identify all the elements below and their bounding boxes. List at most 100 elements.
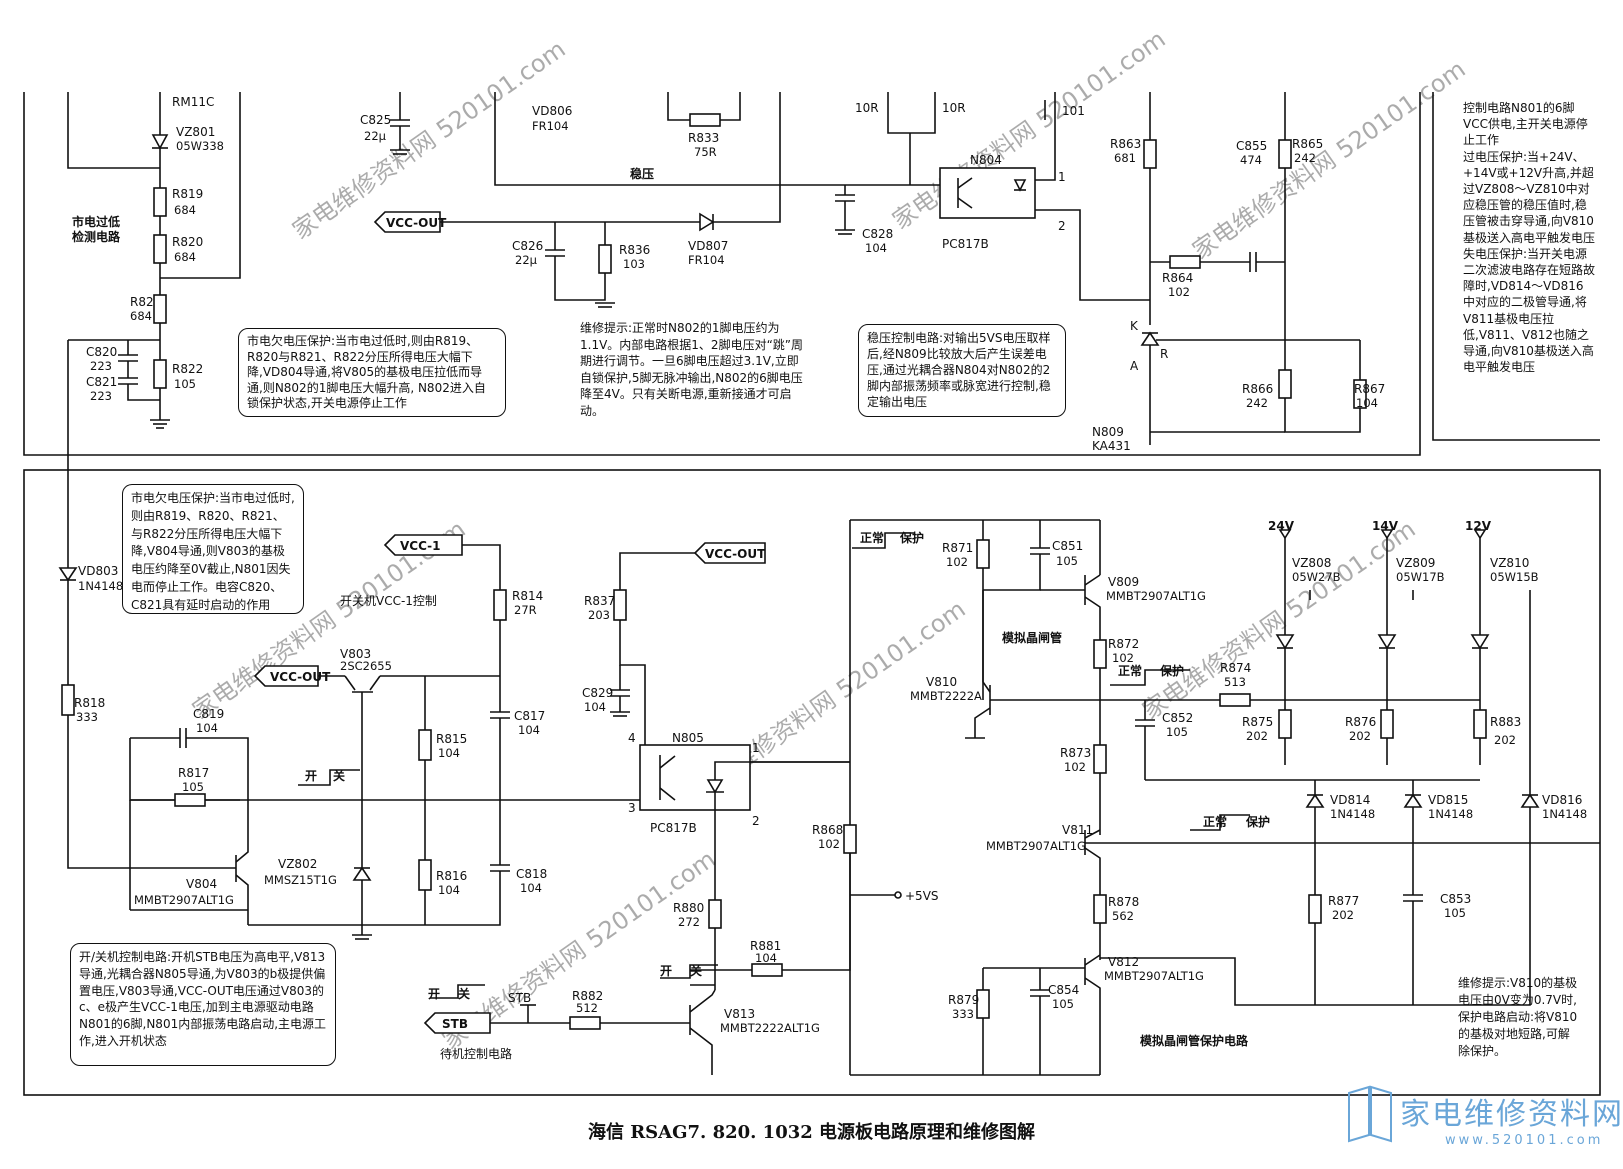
- svg-text:PC817B: PC817B: [650, 821, 697, 835]
- svg-text:1: 1: [1058, 170, 1066, 184]
- svg-text:R863: R863: [1110, 137, 1141, 151]
- svg-text:开: 开: [305, 769, 317, 783]
- svg-text:K: K: [1130, 319, 1139, 333]
- figure-caption: 海信 RSAG7. 820. 1032 电源板电路原理和维修图解: [587, 1122, 1036, 1143]
- svg-text:223: 223: [90, 389, 112, 403]
- svg-text:104: 104: [438, 883, 460, 897]
- svg-text:STB: STB: [508, 991, 531, 1005]
- svg-text:10R: 10R: [942, 101, 966, 115]
- svg-text:市电过低: 市电过低: [72, 214, 120, 229]
- svg-text:104: 104: [196, 721, 218, 735]
- svg-text:R879: R879: [948, 993, 979, 1007]
- svg-text:MMBT2222A: MMBT2222A: [910, 689, 982, 703]
- svg-text:保护: 保护: [1159, 663, 1184, 678]
- svg-text:FR104: FR104: [688, 253, 725, 267]
- svg-text:R868: R868: [812, 823, 843, 837]
- svg-text:VZ809: VZ809: [1396, 556, 1435, 570]
- svg-text:VD807: VD807: [688, 239, 728, 253]
- svg-text:202: 202: [1494, 733, 1516, 747]
- svg-text:242: 242: [1294, 151, 1316, 165]
- svg-text:105: 105: [182, 780, 204, 794]
- svg-text:513: 513: [1224, 675, 1246, 689]
- svg-text:VD816: VD816: [1542, 793, 1582, 807]
- svg-text:27R: 27R: [514, 603, 537, 617]
- svg-text:A: A: [1130, 359, 1139, 373]
- svg-text:272: 272: [678, 915, 700, 929]
- svg-text:C851: C851: [1052, 539, 1083, 553]
- svg-text:R814: R814: [512, 589, 543, 603]
- svg-text:R82: R82: [130, 295, 154, 309]
- svg-text:MMBT2222ALT1G: MMBT2222ALT1G: [720, 1021, 820, 1035]
- svg-text:202: 202: [1332, 908, 1354, 922]
- svg-text:+5VS: +5VS: [905, 889, 939, 903]
- svg-text:05W338: 05W338: [176, 139, 224, 153]
- svg-text:C855: C855: [1236, 139, 1267, 153]
- svg-text:VD803: VD803: [78, 564, 118, 578]
- svg-text:3: 3: [628, 801, 636, 815]
- svg-text:104: 104: [1356, 396, 1378, 410]
- svg-text:202: 202: [1349, 729, 1371, 743]
- svg-text:102: 102: [1168, 285, 1190, 299]
- note-undervolt-bottom: 市电欠电压保护:当市电过低时,则由R819、R820、R821、与R822分压所…: [122, 484, 304, 614]
- svg-text:PC817B: PC817B: [942, 237, 989, 251]
- svg-text:MMBT2907ALT1G: MMBT2907ALT1G: [1106, 589, 1206, 603]
- note-repair-v810: 维修提示:V810的基极电压由0V变为0.7V时,保护电路启动:将V810的基极…: [1458, 976, 1578, 1058]
- svg-text:R836: R836: [619, 243, 650, 257]
- svg-text:关: 关: [333, 768, 345, 783]
- svg-text:VCC-OUT: VCC-OUT: [705, 547, 766, 561]
- svg-text:VD815: VD815: [1428, 793, 1468, 807]
- svg-text:R867: R867: [1354, 382, 1385, 396]
- svg-text:102: 102: [1064, 760, 1086, 774]
- svg-text:12V: 12V: [1465, 519, 1492, 533]
- svg-text:10R: 10R: [855, 101, 879, 115]
- svg-text:75R: 75R: [694, 145, 717, 159]
- svg-text:1N4148: 1N4148: [1330, 807, 1375, 821]
- svg-text:104: 104: [865, 241, 887, 255]
- svg-text:家电维修资料网 520101.com: 家电维修资料网 520101.com: [1187, 55, 1470, 265]
- svg-text:R865: R865: [1292, 137, 1323, 151]
- svg-text:KA431: KA431: [1092, 439, 1131, 453]
- svg-text:MMBT2907ALT1G: MMBT2907ALT1G: [134, 893, 234, 907]
- svg-text:稳压: 稳压: [630, 166, 654, 181]
- svg-text:N809: N809: [1092, 425, 1124, 439]
- note-right-top: 控制电路N801的6脚VCC供电,主开关电源停止工作 过电压保护:当+24V、+…: [1463, 101, 1596, 375]
- svg-text:105: 105: [1056, 554, 1078, 568]
- svg-text:V812: V812: [1108, 955, 1139, 969]
- watermark: 家电维修资料网 520101.com 家电维修资料网 520101.com 家电…: [187, 25, 1470, 1055]
- svg-text:05W17B: 05W17B: [1396, 570, 1445, 584]
- svg-text:V809: V809: [1108, 575, 1139, 589]
- svg-text:681: 681: [1114, 151, 1136, 165]
- note-regulation: 稳压控制电路:对输出5VS电压取样后,经N809比较放大后产生误差电压,通过光耦…: [858, 324, 1066, 417]
- svg-text:R866: R866: [1242, 382, 1273, 396]
- svg-text:VZ802: VZ802: [278, 857, 317, 871]
- svg-text:C828: C828: [862, 227, 893, 241]
- svg-text:103: 103: [623, 257, 645, 271]
- svg-text:C818: C818: [516, 867, 547, 881]
- svg-text:203: 203: [588, 608, 610, 622]
- svg-text:开关机VCC-1控制: 开关机VCC-1控制: [340, 594, 437, 608]
- svg-text:待机控制电路: 待机控制电路: [440, 1046, 512, 1061]
- svg-text:V804: V804: [186, 877, 217, 891]
- svg-text:4: 4: [628, 731, 636, 745]
- svg-text:223: 223: [90, 359, 112, 373]
- svg-text:FR104: FR104: [532, 119, 569, 133]
- svg-text:V813: V813: [724, 1007, 755, 1021]
- svg-text:关: 关: [458, 986, 470, 1001]
- svg-text:正常: 正常: [1203, 814, 1227, 829]
- svg-text:MMBT2907ALT1G: MMBT2907ALT1G: [986, 839, 1086, 853]
- svg-text:RM11C: RM11C: [172, 95, 214, 109]
- svg-text:N804: N804: [970, 153, 1002, 167]
- svg-text:684: 684: [174, 203, 196, 217]
- svg-text:C821: C821: [86, 375, 117, 389]
- frame-top: [23, 92, 1600, 456]
- svg-text:C820: C820: [86, 345, 117, 359]
- svg-text:104: 104: [438, 746, 460, 760]
- svg-text:C829: C829: [582, 686, 613, 700]
- svg-text:C854: C854: [1048, 983, 1079, 997]
- svg-text:模拟晶闸管保护电路: 模拟晶闸管保护电路: [1140, 1033, 1249, 1048]
- svg-text:512: 512: [576, 1001, 598, 1015]
- svg-text:R877: R877: [1328, 894, 1359, 908]
- svg-text:VCC-OUT: VCC-OUT: [270, 670, 331, 684]
- svg-text:R819: R819: [172, 187, 203, 201]
